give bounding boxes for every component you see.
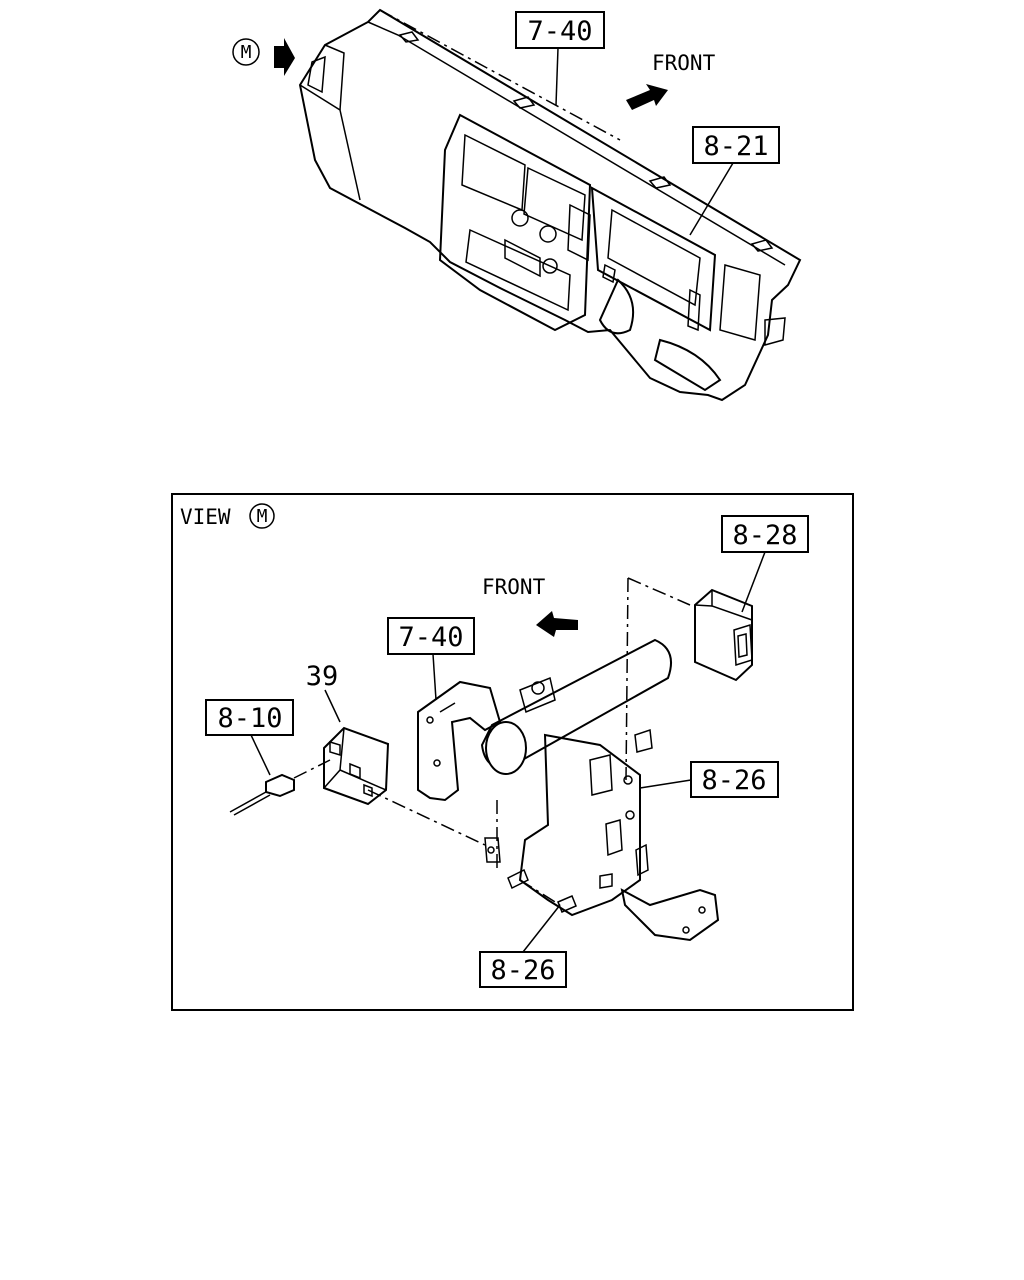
svg-text:8-21: 8-21: [703, 131, 768, 162]
callout-8-10: 8-10: [205, 699, 295, 816]
callout-8-28: 8-28: [625, 515, 809, 781]
mounting-bracket-illustration: [417, 638, 720, 942]
part-number-39: 39: [306, 661, 339, 692]
svg-text:M: M: [257, 506, 268, 527]
front-arrow-icon-view: [536, 611, 578, 637]
svg-text:8-10: 8-10: [217, 703, 282, 734]
instrument-panel-illustration: [298, 8, 802, 402]
svg-text:8-28: 8-28: [732, 520, 797, 551]
leader-relay-to-bracket: [367, 789, 486, 846]
view-marker-m: M: [232, 38, 295, 76]
callout-7-40-top: 7-40: [515, 11, 605, 106]
view-title: VIEW M: [180, 503, 275, 529]
view-frame: [171, 493, 854, 1011]
svg-text:8-26: 8-26: [490, 955, 555, 986]
svg-text:7-40: 7-40: [527, 16, 592, 47]
callout-8-21: 8-21: [689, 126, 780, 236]
svg-text:VIEW: VIEW: [180, 505, 231, 529]
part-39-relay: 39: [306, 661, 390, 806]
callout-8-26-bottom: 8-26: [479, 904, 567, 988]
callout-7-40-view: 7-40: [387, 617, 475, 701]
front-label-top: FRONT: [652, 51, 716, 75]
view-marker-letter: M: [241, 42, 252, 63]
front-arrow-icon-top: [626, 84, 668, 110]
front-label-view: FRONT: [482, 575, 546, 599]
callout-8-26-right: 8-26: [639, 761, 779, 798]
svg-text:7-40: 7-40: [398, 622, 463, 653]
svg-text:8-26: 8-26: [701, 765, 766, 796]
leader-connector-to-relay: [293, 759, 331, 779]
leader-stud-diagonal: [519, 879, 561, 906]
view-direction-arrow-icon: [274, 38, 295, 76]
